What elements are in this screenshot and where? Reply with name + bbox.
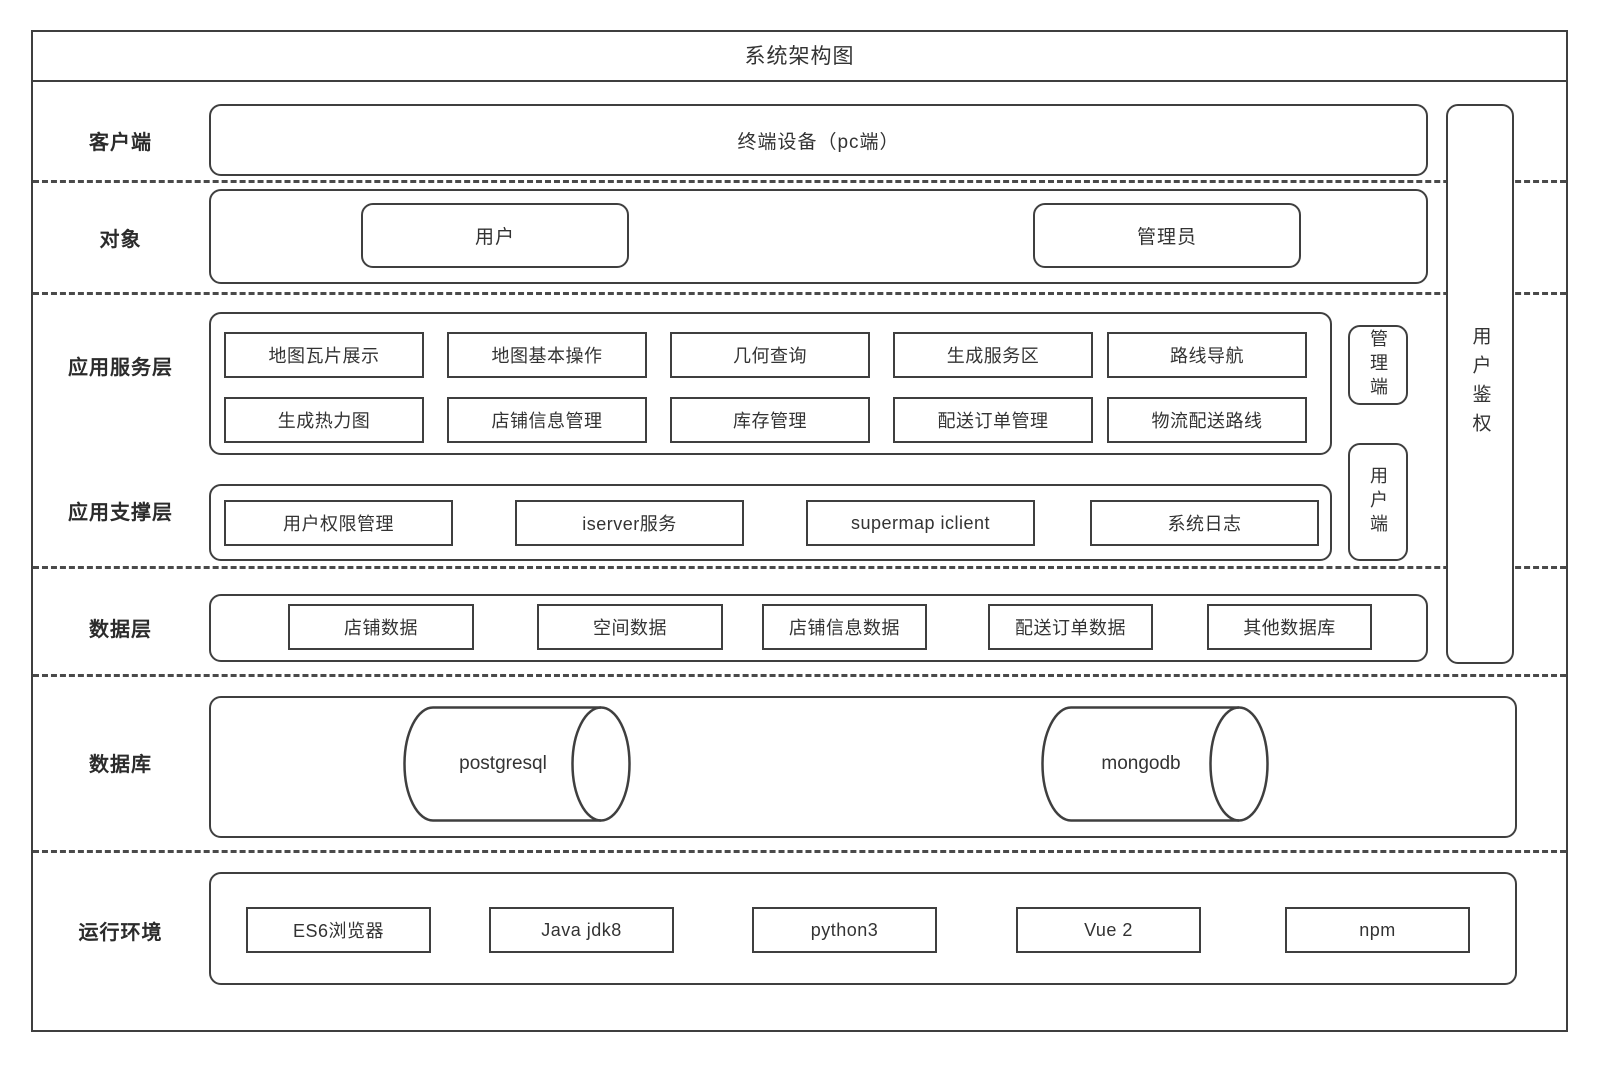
- app-service-node-delivery-order-management[interactable]: 配送订单管理: [893, 397, 1093, 443]
- object-node-admin[interactable]: 管理员: [1033, 203, 1301, 268]
- data-layer-node-store-info-data[interactable]: 店铺信息数据: [762, 604, 927, 650]
- side-panel-admin-terminal-label: 管理端: [1368, 329, 1388, 401]
- client-terminal-device-label: 终端设备（pc端）: [737, 131, 900, 153]
- side-panel-admin-terminal[interactable]: 管理端: [1348, 325, 1408, 405]
- runtime-node-python3[interactable]: python3: [752, 907, 937, 953]
- cylinder-shape-mongodb: [1041, 706, 1269, 822]
- side-panel-user-terminal-label: 用户端: [1368, 466, 1388, 538]
- client-terminal-device-box[interactable]: 终端设备（pc端）: [209, 104, 1428, 176]
- database-node-postgresql-label: postgresql: [459, 753, 547, 774]
- app-service-node-generate-service-area[interactable]: 生成服务区: [893, 332, 1093, 378]
- app-service-node-map-basic-operation[interactable]: 地图基本操作: [447, 332, 647, 378]
- app-support-node-supermap-iclient[interactable]: supermap iclient: [806, 500, 1035, 546]
- data-layer-node-other-database[interactable]: 其他数据库: [1207, 604, 1372, 650]
- runtime-node-es6-browser[interactable]: ES6浏览器: [246, 907, 431, 953]
- auth-panel-user-authentication[interactable]: 用户鉴权: [1446, 104, 1514, 664]
- app-service-node-store-info-management[interactable]: 店铺信息管理: [447, 397, 647, 443]
- divider-object-appservice: [33, 292, 1566, 295]
- layer-label-object: 对象: [99, 228, 142, 251]
- data-layer-node-store-data[interactable]: 店铺数据: [288, 604, 474, 650]
- layer-label-client: 客户端: [89, 131, 152, 154]
- page-title: 系统架构图: [744, 45, 855, 68]
- layer-label-runtime: 运行环境: [78, 922, 163, 944]
- runtime-node-java-jdk8[interactable]: Java jdk8: [489, 907, 674, 953]
- object-node-admin-label: 管理员: [1136, 227, 1197, 248]
- app-service-node-inventory-management[interactable]: 库存管理: [670, 397, 870, 443]
- diagram-title-bar: 系统架构图: [31, 30, 1568, 82]
- layer-label-app-service: 应用服务层: [68, 357, 173, 379]
- divider-appsupport-data: [33, 566, 1566, 569]
- data-layer-node-delivery-order-data[interactable]: 配送订单数据: [988, 604, 1153, 650]
- runtime-node-vue2[interactable]: Vue 2: [1016, 907, 1201, 953]
- divider-data-database: [33, 674, 1566, 677]
- object-node-user-label: 用户: [474, 227, 515, 248]
- app-support-node-iserver-service[interactable]: iserver服务: [515, 500, 744, 546]
- auth-panel-label: 用户鉴权: [1469, 326, 1491, 442]
- layer-label-column-separator: [31, 82, 33, 1032]
- data-layer-node-spatial-data[interactable]: 空间数据: [537, 604, 723, 650]
- app-support-node-system-log[interactable]: 系统日志: [1090, 500, 1319, 546]
- app-service-node-map-tile-display[interactable]: 地图瓦片展示: [224, 332, 424, 378]
- layer-label-data: 数据层: [89, 619, 152, 641]
- divider-client-object: [33, 180, 1566, 183]
- app-support-node-user-permission-management[interactable]: 用户权限管理: [224, 500, 453, 546]
- runtime-node-npm[interactable]: npm: [1285, 907, 1470, 953]
- layer-label-app-support: 应用支撑层: [68, 502, 173, 524]
- database-node-mongodb[interactable]: mongodb: [1041, 706, 1269, 822]
- app-service-node-geometry-query[interactable]: 几何查询: [670, 332, 870, 378]
- object-node-user[interactable]: 用户: [361, 203, 629, 268]
- app-service-node-logistics-delivery-route[interactable]: 物流配送路线: [1107, 397, 1307, 443]
- app-service-node-route-navigation[interactable]: 路线导航: [1107, 332, 1307, 378]
- layer-label-database: 数据库: [89, 754, 152, 776]
- app-service-node-generate-heatmap[interactable]: 生成热力图: [224, 397, 424, 443]
- divider-database-runtime: [33, 850, 1566, 853]
- database-node-mongodb-label: mongodb: [1101, 753, 1181, 774]
- database-node-postgresql[interactable]: postgresql: [403, 706, 631, 822]
- side-panel-user-terminal[interactable]: 用户端: [1348, 443, 1408, 561]
- cylinder-shape-postgresql: [403, 706, 631, 822]
